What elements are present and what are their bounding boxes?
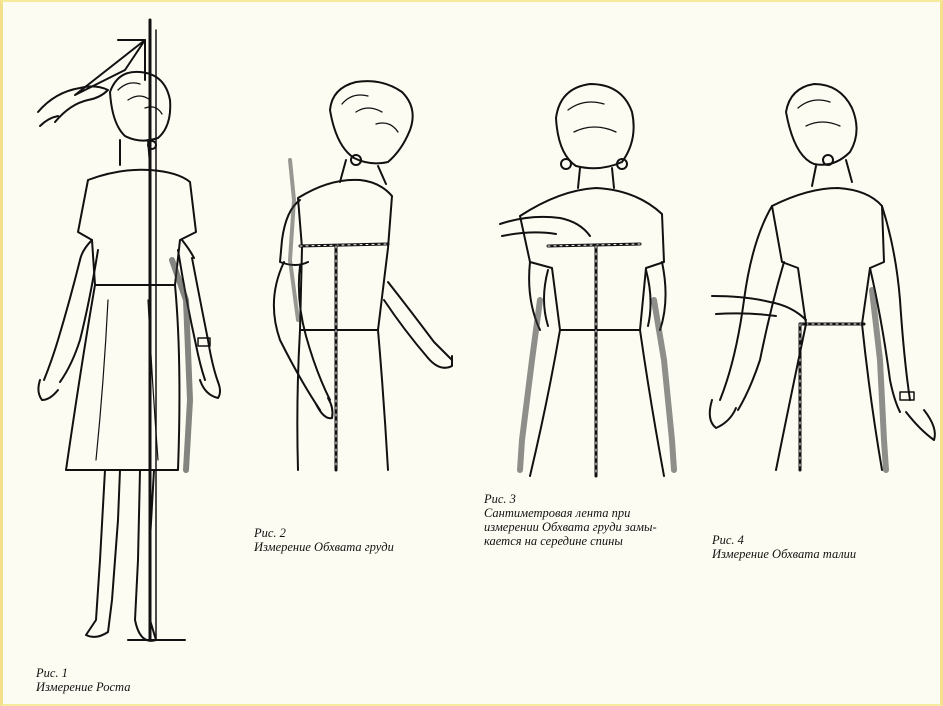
figure-3-back-view-measurement (500, 84, 674, 476)
figure-4-caption: Рис. 4 Измерение Обхвата талии (712, 533, 856, 561)
figure-2-title: Измерение Обхвата груди (254, 540, 394, 554)
figure-4-number: Рис. 4 (712, 533, 856, 547)
figure-3-text-line-2: измерении Обхвата груди замы- (484, 520, 657, 534)
figure-3-number: Рис. 3 (484, 492, 657, 506)
figure-1-height-measurement (38, 20, 220, 641)
figure-1-title: Измерение Роста (36, 680, 130, 694)
figure-4-waist-measurement (710, 84, 935, 470)
figure-1-caption: Рис. 1 Измерение Роста (36, 666, 130, 694)
figure-3-text-line-1: Сантиметровая лента при (484, 506, 657, 520)
figure-3-caption: Рис. 3 Сантиметровая лента при измерении… (484, 492, 657, 548)
figure-2-caption: Рис. 2 Измерение Обхвата груди (254, 526, 394, 554)
figure-1-number: Рис. 1 (36, 666, 130, 680)
figure-2-bust-measurement (274, 81, 452, 470)
figure-3-text-line-3: кается на середине спины (484, 534, 657, 548)
figure-2-number: Рис. 2 (254, 526, 394, 540)
figure-4-title: Измерение Обхвата талии (712, 547, 856, 561)
